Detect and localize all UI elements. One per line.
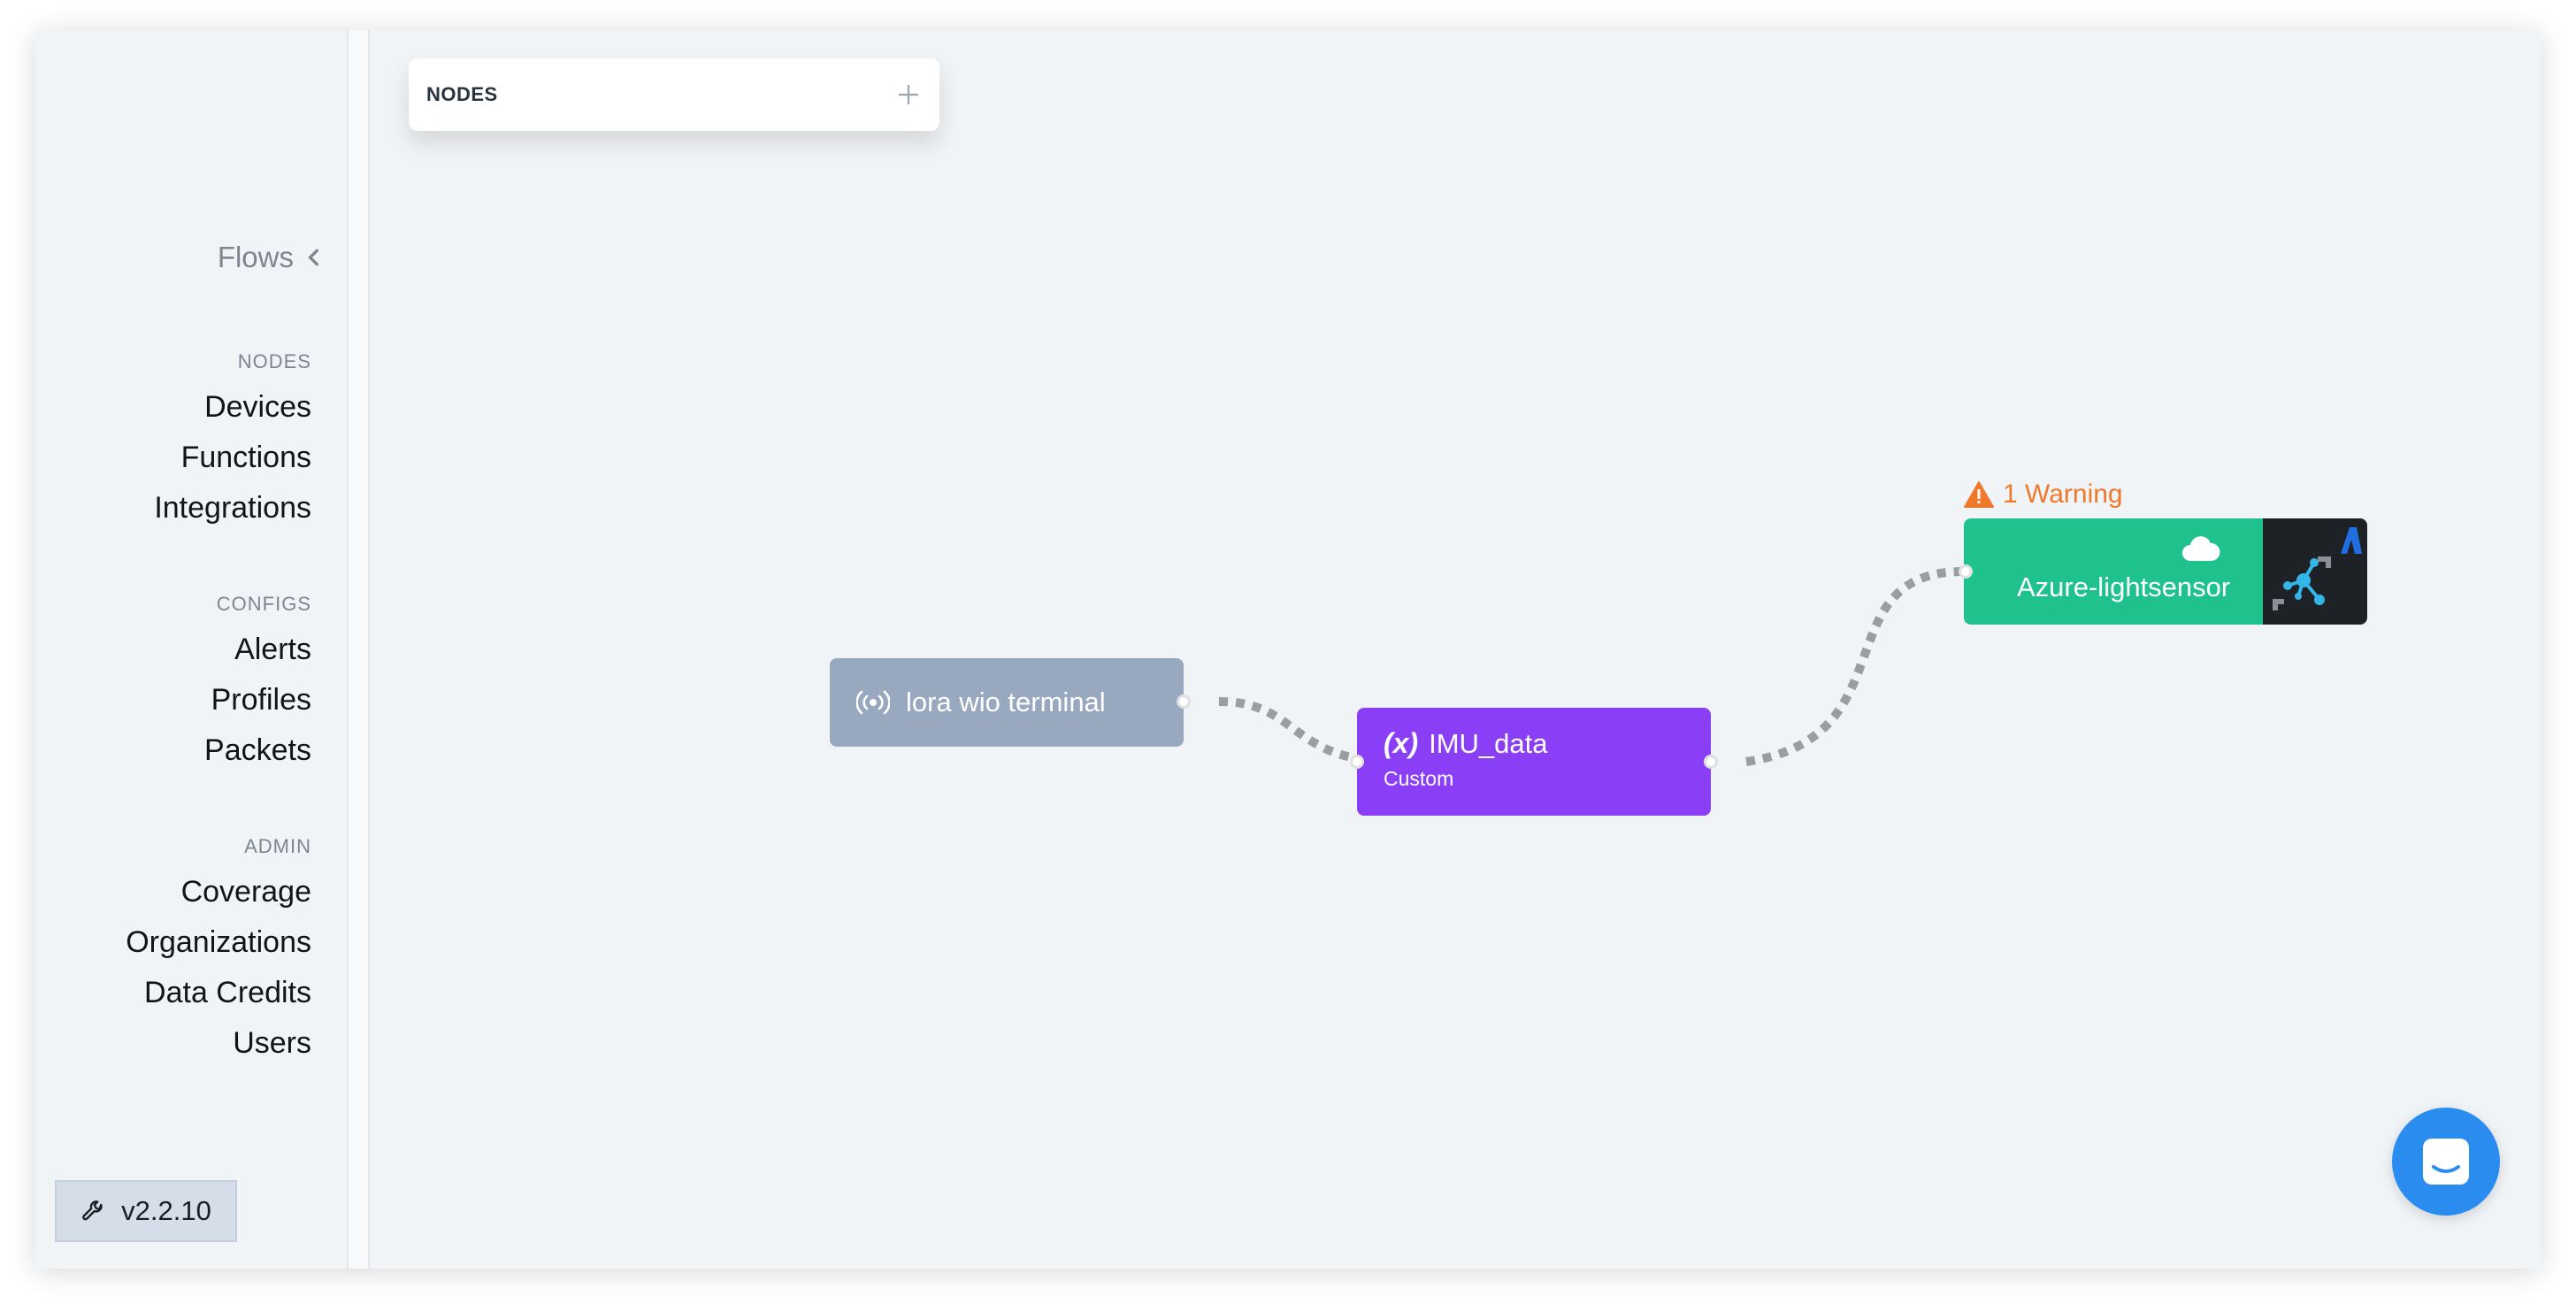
azure-logo-icon	[2273, 527, 2362, 610]
sidebar-section-configs: CONFIGS Alerts Profiles Packets	[204, 593, 311, 776]
sidebar-item-organizations[interactable]: Organizations	[126, 925, 311, 959]
chevron-left-icon	[308, 249, 318, 266]
nodes-panel-label: NODES	[426, 83, 498, 105]
integration-node[interactable]: Azure-lightsensor	[1964, 518, 2367, 625]
sidebar-title: Flows	[217, 241, 294, 273]
section-label: ADMIN	[244, 835, 311, 857]
sidebar-item-alerts[interactable]: Alerts	[234, 633, 311, 666]
function-output-handle[interactable]	[1704, 755, 1718, 769]
device-node-label: lora wio terminal	[906, 687, 1106, 717]
broadcast-icon	[856, 690, 890, 715]
flow-canvas[interactable]: NODES lora wio terminal (x) IMU_data	[372, 30, 2541, 1269]
sidebar-item-profiles[interactable]: Profiles	[211, 683, 311, 717]
function-node[interactable]: (x) IMU_data Custom	[1357, 708, 1711, 816]
sidebar-item-devices[interactable]: Devices	[204, 390, 311, 424]
app-window: Flows NODES Devices Functions Integratio…	[35, 30, 2541, 1269]
version-button[interactable]: v2.2.10	[55, 1180, 237, 1242]
sidebar-section-nodes: NODES Devices Functions Integrations	[154, 350, 311, 533]
function-node-subtitle: Custom	[1384, 767, 1454, 790]
edge-function-to-integration	[1745, 567, 1965, 766]
sidebar-item-functions[interactable]: Functions	[180, 441, 311, 474]
sidebar-item-coverage[interactable]: Coverage	[180, 875, 311, 909]
sidebar-toggle-flows[interactable]: Flows	[218, 241, 324, 274]
add-node-icon[interactable]	[897, 83, 920, 106]
section-label: CONFIGS	[216, 593, 311, 615]
version-label: v2.2.10	[121, 1195, 211, 1226]
chat-support-button[interactable]	[2392, 1108, 2500, 1216]
chat-icon	[2423, 1139, 2469, 1185]
cloud-icon	[2182, 536, 2220, 561]
nodes-panel: NODES	[409, 58, 939, 131]
sidebar-item-integrations[interactable]: Integrations	[154, 491, 311, 525]
warning-label: 1 Warning	[2003, 479, 2123, 509]
flow-edges	[1218, 567, 1965, 766]
integration-input-handle[interactable]	[1959, 564, 1973, 579]
device-output-handle[interactable]	[1177, 694, 1191, 709]
sidebar-item-data-credits[interactable]: Data Credits	[144, 976, 311, 1009]
function-input-handle[interactable]	[1350, 755, 1364, 769]
device-node[interactable]: lora wio terminal	[830, 658, 1184, 747]
integration-warning[interactable]: 1 Warning	[1964, 479, 2123, 510]
sidebar-divider[interactable]	[347, 30, 370, 1269]
warning-icon	[1964, 481, 1994, 508]
sidebar-item-packets[interactable]: Packets	[204, 733, 311, 767]
sidebar-item-users[interactable]: Users	[233, 1026, 311, 1060]
wrench-icon	[82, 1200, 103, 1221]
azure-iot-hub-logo	[2263, 518, 2367, 625]
integration-node-label: Azure-lightsensor	[2017, 571, 2231, 602]
sidebar: Flows NODES Devices Functions Integratio…	[35, 30, 347, 1269]
section-label: NODES	[237, 350, 311, 372]
sidebar-section-admin: ADMIN Coverage Organizations Data Credit…	[126, 835, 311, 1069]
function-node-label: IMU_data	[1429, 727, 1548, 759]
fx-icon: (x)	[1384, 727, 1419, 759]
